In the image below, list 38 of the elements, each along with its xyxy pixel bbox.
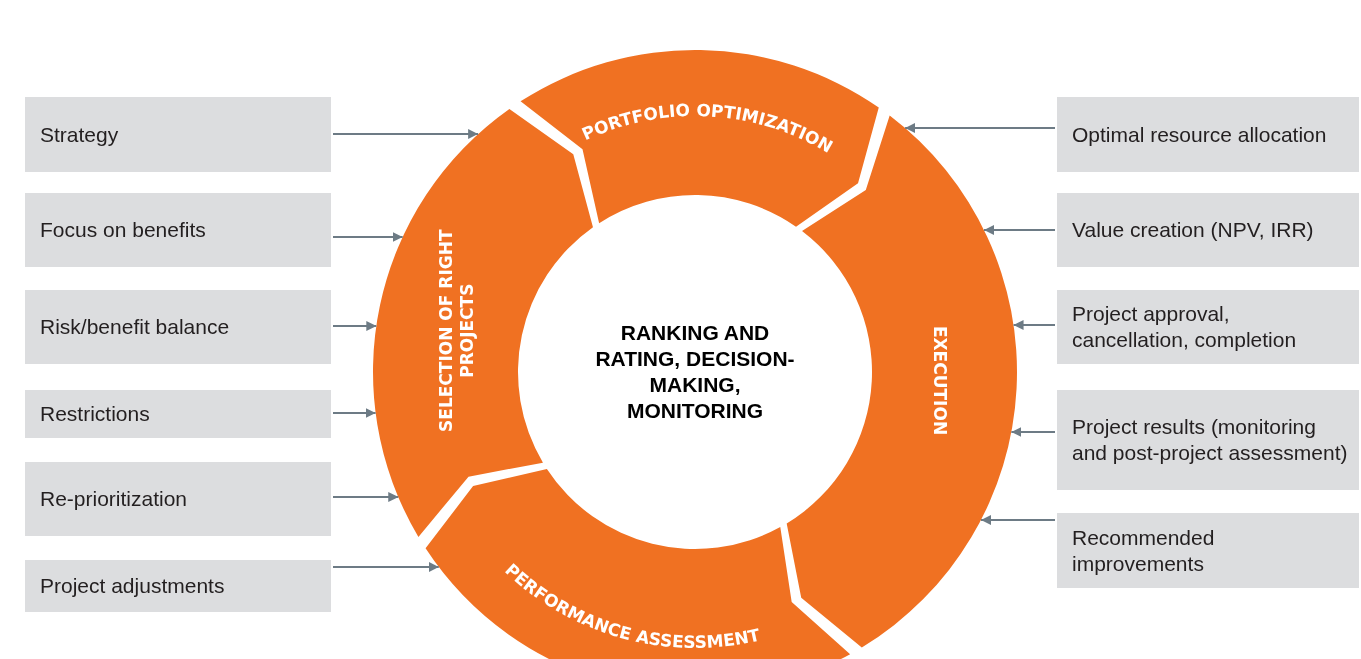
arrow xyxy=(332,562,440,572)
arrow xyxy=(332,408,377,418)
input-box xyxy=(25,97,331,172)
input-box xyxy=(25,390,331,438)
box-label: Focus on benefits xyxy=(40,217,206,243)
input-box xyxy=(1057,193,1359,267)
input-box xyxy=(1057,390,1359,490)
arrow xyxy=(332,492,400,502)
input-box xyxy=(1057,290,1359,364)
arrow xyxy=(904,123,1056,133)
arrow xyxy=(979,515,1056,525)
input-box xyxy=(25,560,331,612)
input-box xyxy=(25,462,331,536)
arrow xyxy=(983,225,1056,235)
ring-segment xyxy=(520,50,879,227)
arrow xyxy=(1010,427,1056,437)
box-label: Project adjustments xyxy=(40,573,225,599)
box-label: Value creation (NPV, IRR) xyxy=(1072,217,1314,243)
segment-label: SELECTION OF RIGHT PROJECTS xyxy=(435,228,478,434)
box-label: Project results (monitoring and post-project assessment) xyxy=(1072,414,1349,466)
input-box xyxy=(25,193,331,267)
center-label: RANKING AND RATING, DECISION-MAKING, MONITORING xyxy=(594,320,796,424)
box-label: Restrictions xyxy=(40,401,150,427)
box-label: Strategy xyxy=(40,121,119,148)
segment-label: EXECUTION xyxy=(929,325,950,436)
input-box xyxy=(1057,97,1359,172)
box-label: Recommended improvements xyxy=(1072,524,1216,577)
arrow xyxy=(332,321,378,331)
arrow xyxy=(332,232,404,242)
box-label: Project approval, cancellation, completion xyxy=(1072,301,1298,353)
box-label: Optimal resource allocation xyxy=(1072,121,1327,148)
ring-segment xyxy=(425,468,851,659)
arrow xyxy=(332,129,480,139)
input-box xyxy=(25,290,331,364)
box-label: Risk/benefit balance xyxy=(40,314,230,340)
arrow xyxy=(1012,320,1056,330)
box-label: Re-prioritization xyxy=(40,486,188,512)
input-box xyxy=(1057,513,1359,588)
